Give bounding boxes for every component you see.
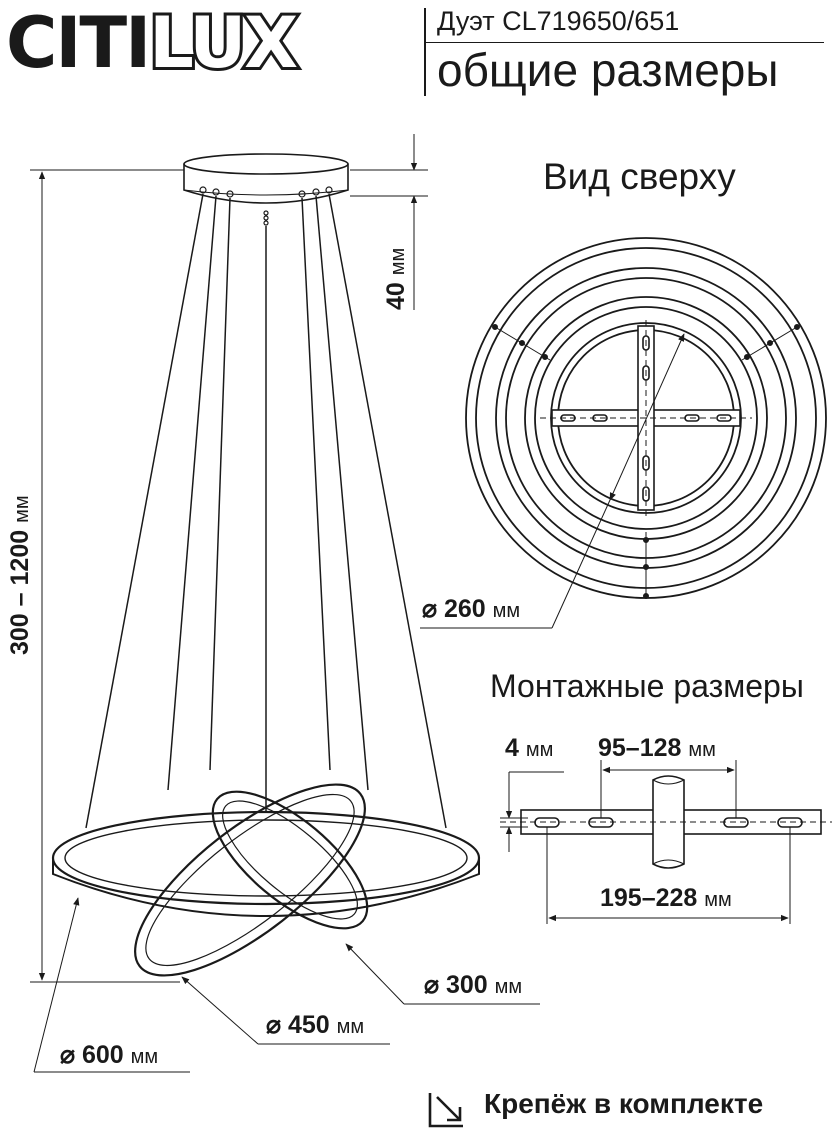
header-divider-horizontal [424,42,824,43]
hole-spacing-inner-label: 95–128 мм [598,734,716,762]
brand-logo: CITILUX [6,0,301,88]
ring-600-label: ⌀ 600 мм [60,1041,159,1069]
mounting-title: Монтажные размеры [490,668,804,704]
mounting-kit-note: Крепёж в комплекте [484,1088,764,1119]
canopy [183,153,349,204]
inner-spacing-dimension [600,760,737,818]
top-view-connectors [492,324,800,599]
diameter-260-leader [420,333,685,629]
height-dimension [30,169,184,983]
brand-logo-left: CITI [6,2,151,84]
mounting-cross-bar [652,775,685,869]
height-range-label: 300 – 1200 мм [6,495,34,655]
ring-300 [211,790,369,930]
model-name: Дуэт CL719650/651 [437,6,680,36]
top-view-title: Вид сверху [543,156,736,197]
hole-spacing-outer-label: 195–228 мм [600,884,732,912]
slot-width-dimension [500,771,564,852]
outer-spacing-dimension [546,827,791,924]
canopy-screws [199,186,333,226]
canopy-diameter-label: ⌀ 260 мм [422,595,521,623]
brand-logo-right: LUX [146,0,301,87]
ring-450-label: ⌀ 450 мм [266,1011,365,1039]
canopy-height-label: 40 мм [382,247,410,310]
canopy-height-dimension [350,134,428,310]
ring-300-label: ⌀ 300 мм [424,971,523,999]
slot-width-label: 4 мм [505,734,554,762]
ring-600 [51,810,481,917]
arrow-down-right-box-icon [428,1093,463,1128]
ring-leaders [33,897,540,1073]
suspension-cables [85,193,447,890]
header-divider-vertical [424,8,426,96]
page-subtitle: общие размеры [437,44,779,96]
